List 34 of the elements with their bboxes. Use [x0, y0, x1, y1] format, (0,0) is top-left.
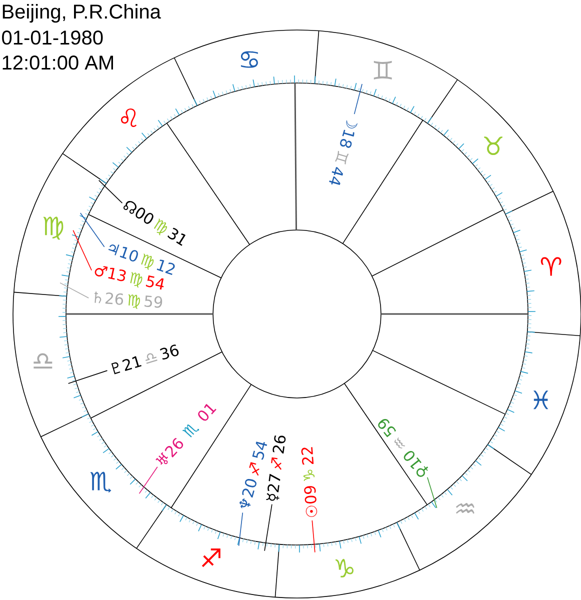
planet-position-label: ♀10♒59	[378, 419, 428, 477]
planet-position-label: ☿27♐26	[266, 436, 286, 501]
place-text: Beijing, P.R.China	[2, 4, 161, 23]
zodiac-sign-symbol: ♎	[34, 353, 52, 368]
leader-line	[138, 466, 158, 494]
zodiac-sign-symbol: ♒	[456, 502, 474, 514]
leader-line	[72, 230, 92, 271]
planet-position-label: ☉09♑22	[301, 447, 318, 517]
zodiac-sign-symbol: ♌	[120, 108, 137, 127]
zodiac-sign-symbol: ♐	[202, 548, 220, 568]
planet-position-label: ☽18♊44	[329, 120, 358, 185]
date-text: 01-01-1980	[2, 30, 103, 45]
leader-line	[98, 180, 123, 204]
leader-line	[312, 520, 316, 553]
zodiac-sign-symbol: ♊	[374, 60, 392, 80]
leader-line	[68, 370, 108, 384]
time-text: 12:01:00 AM	[2, 56, 113, 70]
leader-line	[426, 476, 438, 508]
leader-line	[354, 84, 362, 114]
planet-position-label: ♄26♍59	[94, 292, 162, 309]
leader-line	[60, 282, 90, 298]
zodiac-sign-symbol: ♉	[484, 136, 502, 156]
planet-position-label: ♆20♐54	[240, 442, 268, 508]
planet-position-label: ♇21♎36	[111, 344, 179, 374]
zodiac-sign-symbol: ♈	[540, 257, 562, 276]
planet-position-label: ☊00♍31	[124, 201, 186, 246]
leader-line	[264, 504, 272, 552]
zodiac-sign-symbol: ♋	[240, 51, 258, 68]
zodiac-sign-symbol: ♏	[90, 472, 112, 493]
zodiac-sign-symbol: ♑	[336, 558, 354, 578]
leader-line	[238, 512, 244, 546]
zodiac-sign-symbol: ♓	[533, 390, 548, 410]
leader-line	[80, 212, 105, 248]
zodiac-sign-symbol: ♍	[43, 216, 64, 240]
